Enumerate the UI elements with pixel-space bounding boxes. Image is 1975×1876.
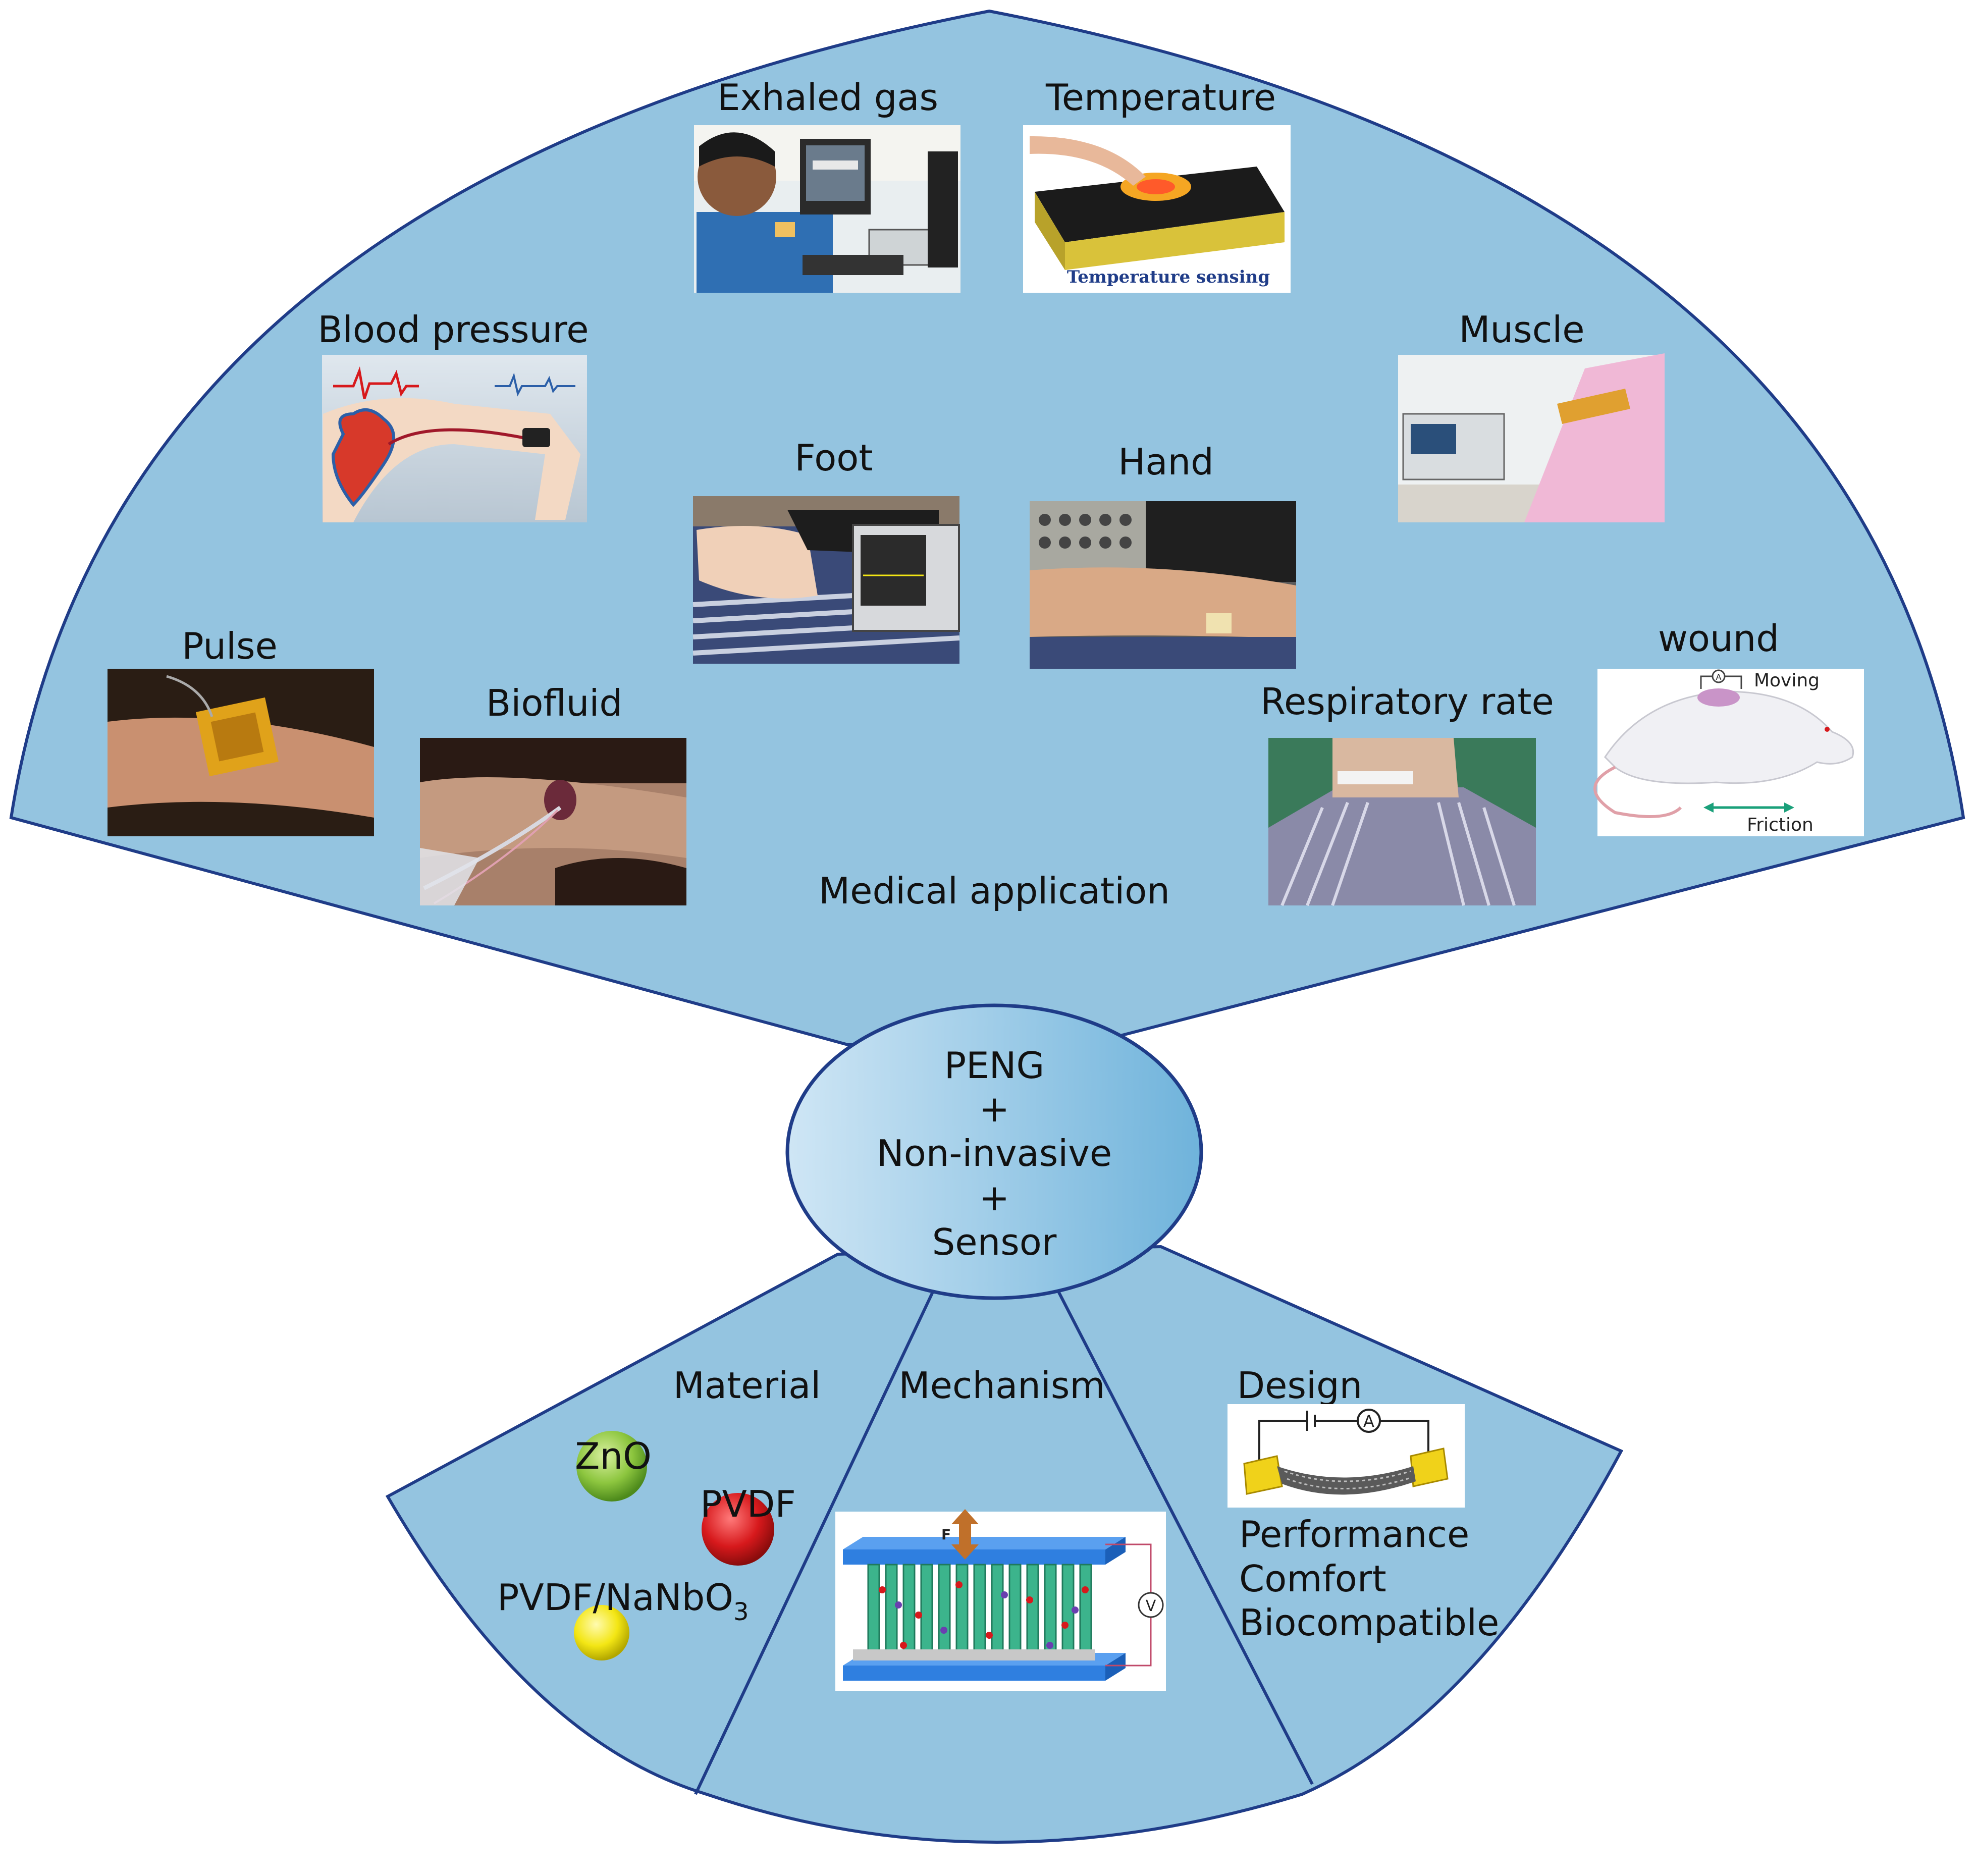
pvdf-label: PVDF [700,1483,796,1525]
zno-label: ZnO [575,1435,652,1477]
photo-hand [1030,501,1296,669]
design-illustration: A [1227,1404,1465,1508]
center-line-peng: PENG [944,1044,1045,1087]
photo-respiratory-rate [1268,738,1536,906]
label-blood-pressure: Blood pressure [317,308,589,351]
label-hand: Hand [1118,441,1214,483]
label-medical-application: Medical application [819,870,1170,912]
design-performance: Performance [1239,1513,1469,1556]
label-exhaled-gas: Exhaled gas [717,76,938,119]
zno-ball [576,1431,647,1502]
temperature-caption: Temperature sensing [1067,267,1270,287]
wound-ammeter-symbol: A [1716,672,1722,682]
wound-moving-label: Moving [1754,670,1820,691]
design-comfort: Comfort [1239,1558,1386,1600]
label-respiratory-rate: Respiratory rate [1260,680,1554,723]
design-ammeter-symbol: A [1363,1412,1374,1431]
center-line-sensor: Sensor [932,1221,1057,1263]
pvdf-nanbo3-ball [574,1605,629,1660]
center-line-non-invasive: Non-invasive [877,1132,1112,1174]
photo-pulse [108,669,374,836]
divider-mechanism-design [1056,1289,1314,1785]
center-ellipse [785,1003,1203,1300]
label-design: Design [1237,1364,1363,1407]
divider-material-mechanism [694,1291,934,1795]
pvdf-nanbo3-label: PVDF/NaNbO3 [497,1576,749,1626]
design-biocompatible: Biocompatible [1239,1601,1499,1644]
photo-muscle [1398,353,1665,522]
label-pulse: Pulse [182,625,278,667]
center-plus-1: + [979,1088,1009,1130]
pvdf-ball [702,1493,774,1566]
label-foot: Foot [794,437,873,479]
label-mechanism: Mechanism [898,1364,1105,1407]
mechanism-illustration: F V [835,1509,1166,1691]
photo-wound: A Moving Friction [1593,669,1864,836]
label-biofluid: Biofluid [486,682,622,724]
label-temperature: Temperature [1045,76,1276,119]
voltmeter-symbol: V [1146,1597,1156,1615]
photo-foot [692,496,960,664]
center-plus-2: + [979,1176,1009,1219]
photo-exhaled-gas [694,125,960,293]
label-wound: wound [1658,617,1779,660]
photo-blood-pressure [322,355,587,522]
photo-biofluid [420,738,686,905]
photo-temperature: Temperature sensing [1023,125,1291,293]
wound-friction-label: Friction [1747,815,1813,835]
pvdf-nanbo3-base: PVDF/NaNbO [497,1576,733,1619]
force-symbol: F [941,1526,951,1543]
label-muscle: Muscle [1459,308,1584,351]
label-material: Material [673,1364,821,1407]
pvdf-nanbo3-subscript: 3 [733,1598,749,1626]
